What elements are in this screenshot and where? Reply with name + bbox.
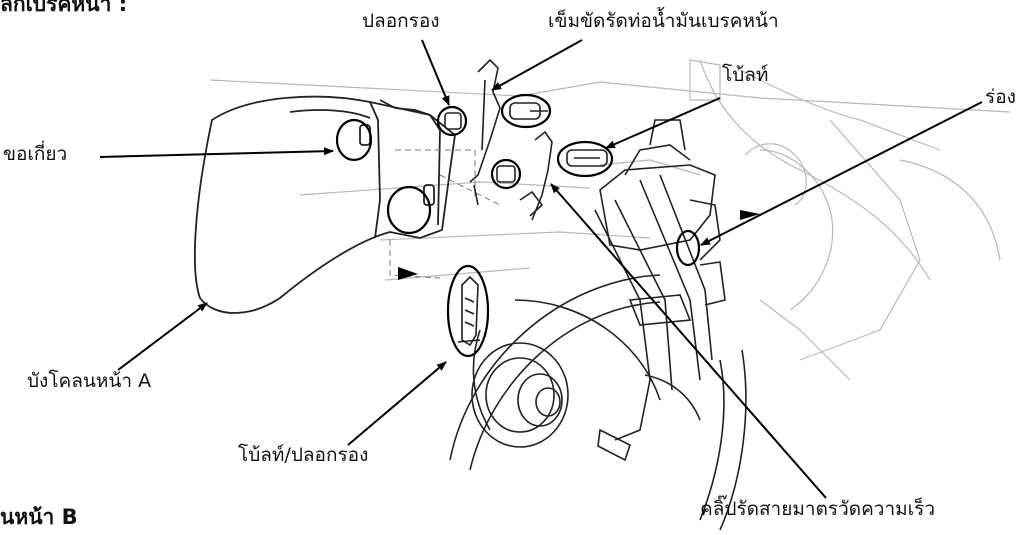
front-wheel	[449, 274, 747, 531]
section-heading-top: ลักเบรคหน้า :	[0, 0, 128, 16]
label-groove: ร่อง	[985, 86, 1016, 108]
label-collar: ปลอกรอง	[362, 10, 440, 32]
front-fender-a-drawing	[193, 95, 456, 314]
collar-circle-lower	[490, 158, 522, 190]
bolt-circle-right	[500, 93, 552, 129]
motorcycle-frame-sketch	[209, 59, 1011, 381]
label-brake-hose-clamp: เข็มขัดรัดท่อน้ำมันเบรคหน้า	[548, 10, 779, 32]
groove-circle	[675, 229, 701, 267]
hook-circle-upper	[335, 118, 373, 162]
callout-circles	[335, 93, 701, 358]
brake-caliper-bracket	[599, 119, 726, 306]
leader-lines	[99, 39, 983, 499]
section-heading-bottom: นหน้า B	[0, 505, 78, 529]
label-speed-cable-clip: คลิ๊ปรัดสายมาตรวัดความเร็ว	[700, 498, 936, 520]
bolt-collar-circle	[446, 264, 490, 358]
parts	[444, 58, 608, 347]
label-bolt-collar: โบ้ลท์/ปลอกรอง	[238, 444, 369, 466]
label-bolt: โบ้ลท์	[722, 64, 769, 86]
label-hook: ขอเกี่ยว	[3, 143, 68, 165]
alignment-dashed-lines	[389, 149, 501, 279]
bolt-circle-caliper	[556, 140, 614, 178]
collar-circle-upper	[436, 105, 468, 137]
hook-circle-lower	[386, 185, 432, 235]
label-front-fender-a: บังโคลนหน้า A	[27, 370, 152, 392]
front-fork	[594, 174, 713, 462]
direction-arrows	[398, 210, 760, 280]
